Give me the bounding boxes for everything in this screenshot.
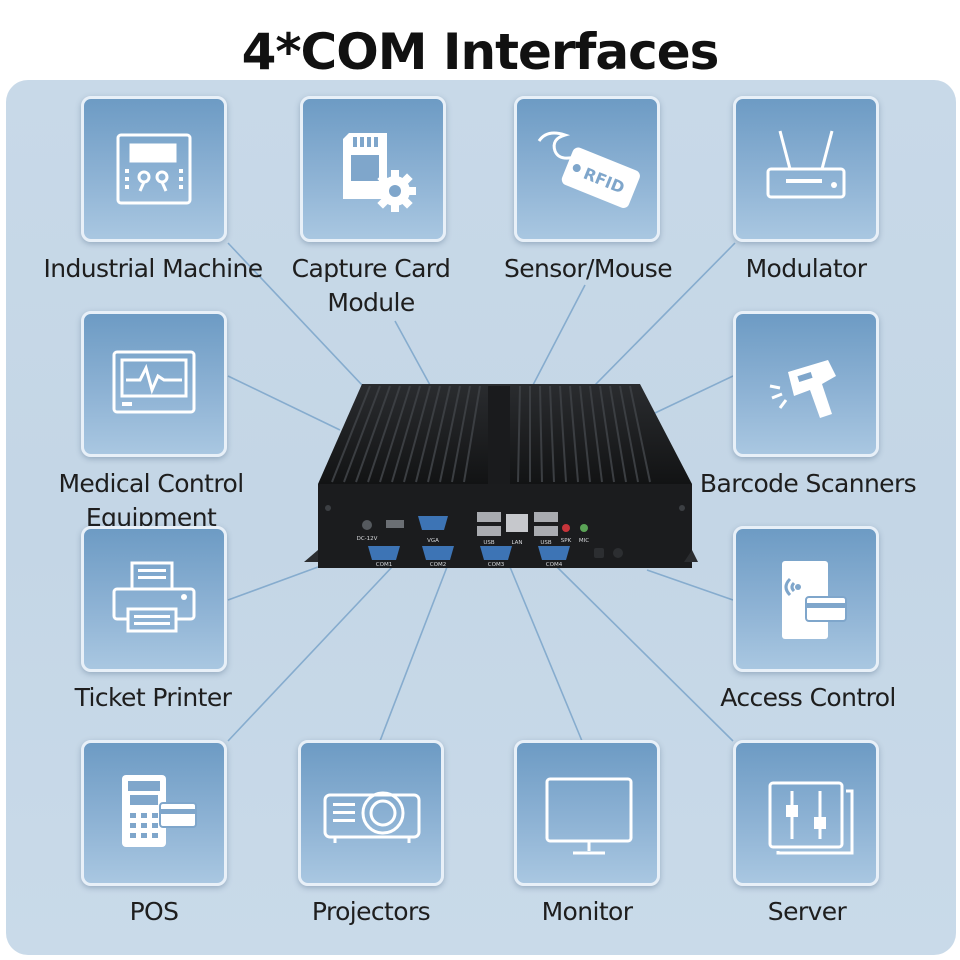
port-label-dc: DC-12V <box>357 536 378 542</box>
capture-card-tile <box>300 96 446 242</box>
lan-port <box>506 514 528 532</box>
connector-line-projectors <box>379 566 448 742</box>
rfid-tag-tile: RFID <box>514 96 660 242</box>
monitor-icon <box>545 777 633 855</box>
medical-control-label: Medical Control Equipment <box>36 467 266 535</box>
ticket-printer-label: Ticket Printer <box>74 683 232 712</box>
port-label-usb-1: USB <box>483 540 495 546</box>
rfid-tag-icon: RFID <box>537 131 640 208</box>
port-label-lan: LAN <box>511 540 522 546</box>
connector-line-industrial-machine <box>227 242 363 386</box>
connector-line-capture-card <box>394 320 431 386</box>
connector-line-printer <box>227 566 319 601</box>
access-control-label: Access Control <box>720 683 896 712</box>
industrial-machine-label: Industrial Machine <box>43 254 263 283</box>
medical-control-tile <box>81 311 227 457</box>
monitor-tile <box>514 740 660 886</box>
connector-line-access <box>646 569 734 601</box>
medical-control-label-line1: Medical Control <box>58 469 244 498</box>
modulator-icon <box>766 130 846 199</box>
connector-line-monitor <box>509 566 583 742</box>
barcode-scanner-icon <box>769 360 836 418</box>
connector-line-modulator <box>594 242 736 386</box>
projectors-label: Projectors <box>311 897 431 926</box>
modulator-label: Modulator <box>745 254 867 283</box>
connector-line-pos <box>227 566 393 742</box>
printer-icon <box>112 561 196 633</box>
mini-pc-device: DC-12V VGA USB LAN USB SPK MIC COM1 COM2… <box>304 384 698 568</box>
medical-monitor-icon <box>112 350 196 414</box>
server-tile <box>733 740 879 886</box>
com-port <box>368 546 400 560</box>
capture-card-label-line2: Module <box>327 288 415 317</box>
monitor-label: Monitor <box>541 897 633 926</box>
capture-card-label: Capture Card Module <box>271 252 471 320</box>
port-label-com2: COM2 <box>430 562 446 568</box>
speaker-jack <box>562 524 570 532</box>
server-label: Server <box>767 897 847 926</box>
modulator-tile <box>733 96 879 242</box>
access-control-tile <box>733 526 879 672</box>
industrial-machine-tile <box>81 96 227 242</box>
connector-line-barcode <box>654 375 734 414</box>
port-label-com4: COM4 <box>546 562 563 568</box>
port-label-com1: COM1 <box>376 562 392 568</box>
capture-card-label-line1: Capture Card <box>291 254 451 283</box>
vga-port <box>418 516 448 530</box>
capture-card-icon <box>343 133 416 212</box>
connector-line-sensor <box>532 284 586 386</box>
industrial-machine-icon <box>116 133 192 205</box>
port-label-usb-2: USB <box>540 540 552 546</box>
sensor-mouse-label: Sensor/Mouse <box>503 254 673 283</box>
port-label-spk: SPK <box>561 538 572 544</box>
port-label-com3: COM3 <box>488 562 505 568</box>
barcode-scanner-tile <box>733 311 879 457</box>
server-icon <box>768 781 854 855</box>
access-control-icon <box>782 561 847 639</box>
barcode-scanners-label: Barcode Scanners <box>699 469 917 498</box>
ticket-printer-tile <box>81 526 227 672</box>
pos-label: POS <box>129 897 179 926</box>
port-label-mic: MIC <box>579 538 589 544</box>
projector-icon <box>323 791 421 843</box>
pos-tile <box>81 740 227 886</box>
pos-terminal-icon <box>122 775 197 847</box>
hdmi-port <box>386 520 404 528</box>
port-label-vga: VGA <box>427 538 439 544</box>
connector-line-medical <box>227 375 341 431</box>
usb-port <box>477 526 501 536</box>
connector-line-server <box>556 566 734 742</box>
mic-jack <box>580 524 588 532</box>
page-title: 4*COM Interfaces <box>241 23 720 81</box>
projectors-tile <box>298 740 444 886</box>
